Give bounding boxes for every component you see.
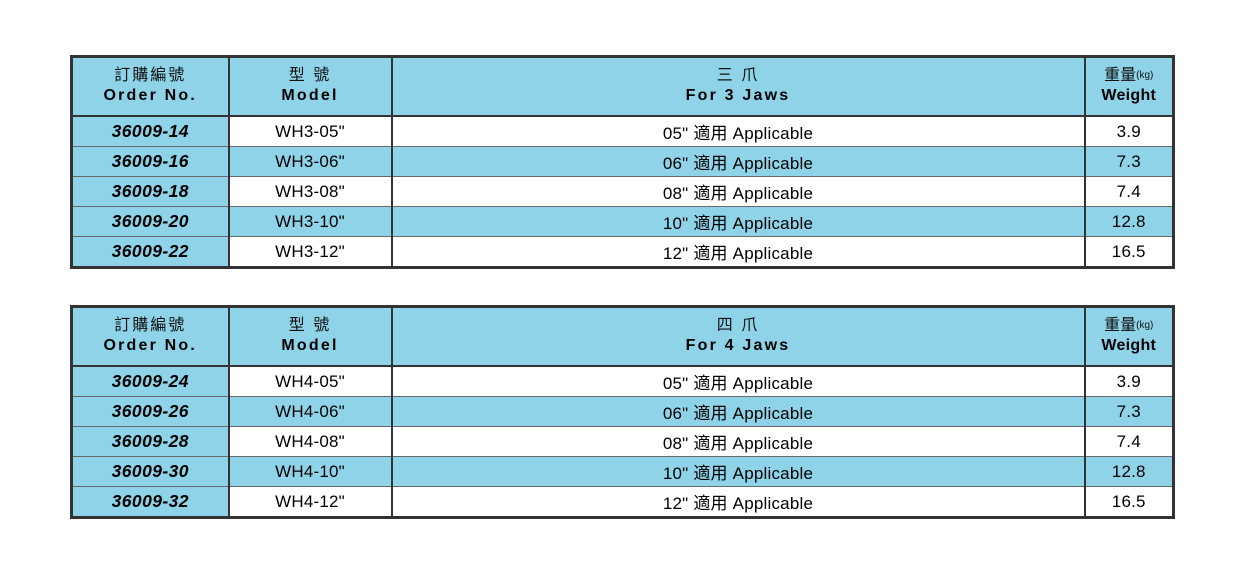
- column-header-weight-en: Weight: [1101, 336, 1157, 354]
- table-header: 訂購編號 Order No. 型 號 Model 三 爪 For 3 Jaws …: [70, 55, 1175, 117]
- column-header-jaws-en: For 3 Jaws: [685, 86, 791, 104]
- weight-cell: 12.8: [1083, 206, 1175, 237]
- column-header-order-no-en: Order No.: [103, 336, 198, 354]
- spec-table-three-jaws: 訂購編號 Order No. 型 號 Model 三 爪 For 3 Jaws …: [70, 55, 1175, 269]
- model-cell: WH4-05": [227, 365, 393, 397]
- weight-cell: 7.3: [1083, 146, 1175, 177]
- jaws-cell: 12" 適用 Applicable: [390, 486, 1086, 518]
- order-no-cell: 36009-14: [70, 115, 230, 147]
- jaws-cell: 06" 適用 Applicable: [390, 146, 1086, 177]
- weight-cell: 16.5: [1083, 236, 1175, 268]
- column-header-jaws-cjk: 四 爪: [716, 317, 760, 335]
- weight-cell: 7.4: [1083, 426, 1175, 457]
- order-no-cell: 36009-28: [70, 426, 230, 457]
- jaws-cell: 10" 適用 Applicable: [390, 456, 1086, 487]
- jaws-cell: 10" 適用 Applicable: [390, 206, 1086, 237]
- weight-cell: 3.9: [1083, 365, 1175, 397]
- jaws-cell: 12" 適用 Applicable: [390, 236, 1086, 268]
- order-no-cell: 36009-26: [70, 396, 230, 427]
- column-header-order-no: 訂購編號 Order No.: [70, 305, 230, 367]
- order-no-cell: 36009-22: [70, 236, 230, 268]
- model-cell: WH3-05": [227, 115, 393, 147]
- order-no-cell: 36009-16: [70, 146, 230, 177]
- column-header-weight: 重量(kg) Weight: [1083, 55, 1175, 117]
- weight-cell: 7.4: [1083, 176, 1175, 207]
- header-row: 訂購編號 Order No. 型 號 Model 三 爪 For 3 Jaws …: [70, 55, 1175, 117]
- weight-unit: (kg): [1136, 320, 1154, 332]
- jaws-cell: 08" 適用 Applicable: [390, 176, 1086, 207]
- model-cell: WH4-10": [227, 456, 393, 487]
- column-header-order-no-cjk: 訂購編號: [114, 317, 187, 335]
- header-row: 訂購編號 Order No. 型 號 Model 四 爪 For 4 Jaws …: [70, 305, 1175, 367]
- column-header-weight-cjk: 重量(kg): [1088, 67, 1171, 85]
- column-header-weight-en: Weight: [1101, 86, 1157, 104]
- column-header-model-en: Model: [281, 86, 339, 104]
- model-cell: WH3-08": [227, 176, 393, 207]
- jaws-cell: 05" 適用 Applicable: [390, 115, 1086, 147]
- model-cell: WH3-06": [227, 146, 393, 177]
- weight-cjk-text: 重量: [1104, 317, 1137, 335]
- order-no-cell: 36009-18: [70, 176, 230, 207]
- model-cell: WH4-06": [227, 396, 393, 427]
- column-header-model: 型 號 Model: [227, 305, 393, 367]
- column-header-jaws: 三 爪 For 3 Jaws: [390, 55, 1086, 117]
- column-header-order-no-cjk: 訂購編號: [114, 67, 187, 85]
- column-header-weight-cjk: 重量(kg): [1088, 317, 1171, 335]
- column-header-model-en: Model: [281, 336, 339, 354]
- column-header-jaws: 四 爪 For 4 Jaws: [390, 305, 1086, 367]
- order-no-cell: 36009-20: [70, 206, 230, 237]
- order-no-cell: 36009-30: [70, 456, 230, 487]
- column-header-model-cjk: 型 號: [288, 67, 332, 85]
- weight-cell: 3.9: [1083, 115, 1175, 147]
- model-cell: WH3-10": [227, 206, 393, 237]
- weight-unit: (kg): [1136, 70, 1154, 82]
- model-cell: WH4-12": [227, 486, 393, 518]
- column-header-model: 型 號 Model: [227, 55, 393, 117]
- order-no-cell: 36009-32: [70, 486, 230, 518]
- column-header-jaws-cjk: 三 爪: [716, 67, 760, 85]
- order-no-cell: 36009-24: [70, 365, 230, 397]
- weight-cell: 12.8: [1083, 456, 1175, 487]
- column-header-order-no: 訂購編號 Order No.: [70, 55, 230, 117]
- jaws-cell: 05" 適用 Applicable: [390, 365, 1086, 397]
- jaws-cell: 08" 適用 Applicable: [390, 426, 1086, 457]
- column-header-model-cjk: 型 號: [288, 317, 332, 335]
- weight-cjk-text: 重量: [1104, 67, 1137, 85]
- weight-cell: 16.5: [1083, 486, 1175, 518]
- table-header: 訂購編號 Order No. 型 號 Model 四 爪 For 4 Jaws …: [70, 305, 1175, 367]
- column-header-jaws-en: For 4 Jaws: [685, 336, 791, 354]
- column-header-weight: 重量(kg) Weight: [1083, 305, 1175, 367]
- spec-table-four-jaws: 訂購編號 Order No. 型 號 Model 四 爪 For 4 Jaws …: [70, 305, 1175, 519]
- model-cell: WH4-08": [227, 426, 393, 457]
- jaws-cell: 06" 適用 Applicable: [390, 396, 1086, 427]
- column-header-order-no-en: Order No.: [103, 86, 198, 104]
- model-cell: WH3-12": [227, 236, 393, 268]
- weight-cell: 7.3: [1083, 396, 1175, 427]
